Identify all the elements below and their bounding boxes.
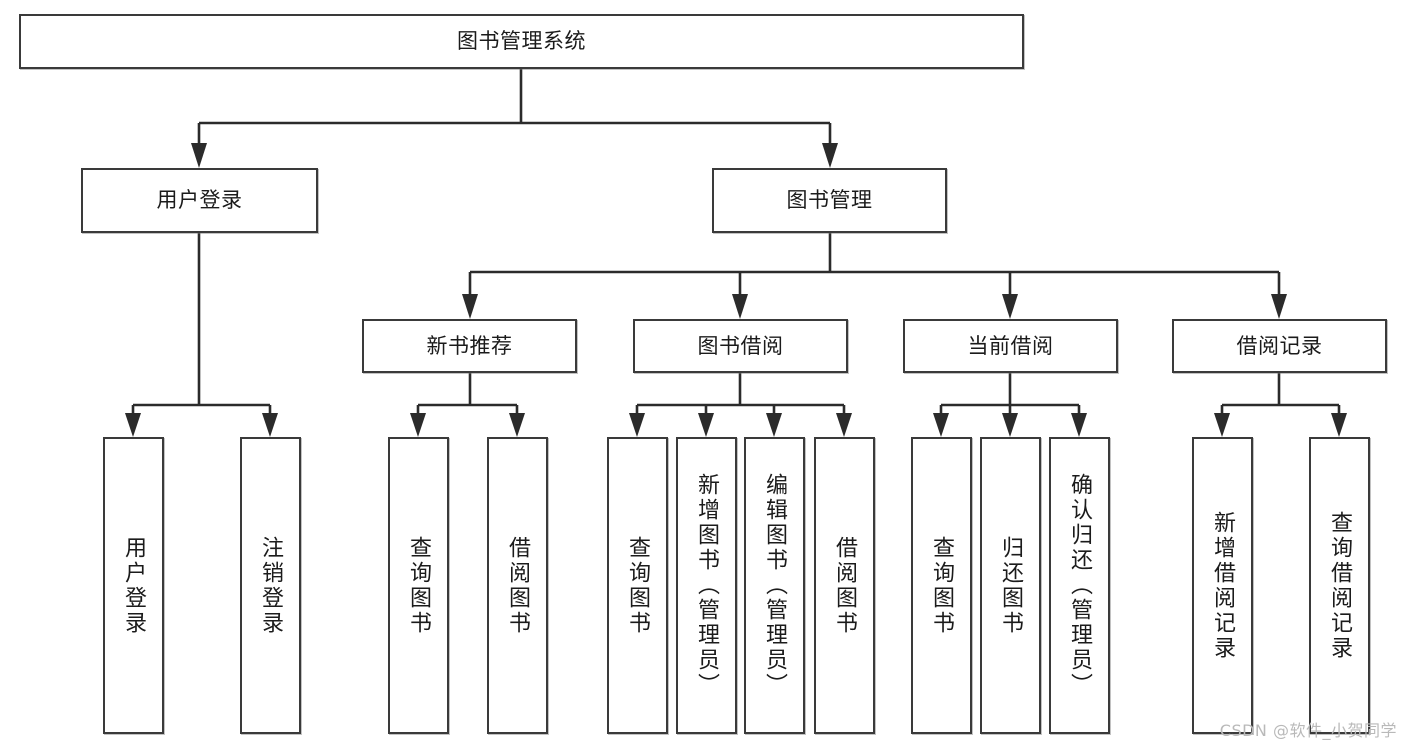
leaf-node-borrow-edit-book-admin[interactable]: 编辑图书（管理员） — [744, 437, 805, 734]
node-book-borrowing[interactable]: 图书借阅 — [633, 319, 848, 373]
node-label: 编辑图书（管理员） — [762, 473, 788, 698]
leaf-node-current-query-book[interactable]: 查询图书 — [911, 437, 972, 734]
node-label: 查询借阅记录 — [1327, 510, 1353, 661]
leaf-node-current-confirm-return-admin[interactable]: 确认归还（管理员） — [1049, 437, 1110, 734]
node-label: 查询图书 — [406, 535, 432, 636]
node-label: 注销登录 — [258, 535, 284, 636]
node-label: 借阅记录 — [1236, 333, 1323, 358]
leaf-node-user-logout[interactable]: 注销登录 — [240, 437, 301, 734]
node-label: 归还图书 — [998, 535, 1024, 636]
node-label: 用户登录 — [156, 188, 243, 213]
node-label: 新增图书（管理员） — [694, 473, 720, 698]
node-label: 用户登录 — [121, 535, 147, 636]
node-root-book-management-system[interactable]: 图书管理系统 — [19, 14, 1024, 69]
node-label: 查询图书 — [625, 535, 651, 636]
node-label: 借阅图书 — [505, 535, 531, 636]
node-label: 图书管理系统 — [457, 29, 586, 54]
node-label: 当前借阅 — [967, 333, 1054, 358]
node-label: 图书管理 — [786, 188, 873, 213]
leaf-node-record-query-borrow-record[interactable]: 查询借阅记录 — [1309, 437, 1370, 734]
node-label: 查询图书 — [929, 535, 955, 636]
node-label: 新增借阅记录 — [1210, 510, 1236, 661]
leaf-node-rec-borrow-book[interactable]: 借阅图书 — [487, 437, 548, 734]
leaf-node-borrow-borrow-book[interactable]: 借阅图书 — [814, 437, 875, 734]
node-label: 借阅图书 — [832, 535, 858, 636]
leaf-node-borrow-query-book[interactable]: 查询图书 — [607, 437, 668, 734]
leaf-node-current-return-book[interactable]: 归还图书 — [980, 437, 1041, 734]
node-label: 图书借阅 — [697, 333, 784, 358]
node-current-borrowing[interactable]: 当前借阅 — [903, 319, 1118, 373]
node-user-login[interactable]: 用户登录 — [81, 168, 318, 233]
leaf-node-rec-query-book[interactable]: 查询图书 — [388, 437, 449, 734]
leaf-node-user-login[interactable]: 用户登录 — [103, 437, 164, 734]
leaf-node-record-add-borrow-record[interactable]: 新增借阅记录 — [1192, 437, 1253, 734]
csdn-watermark: CSDN @软件_小贺同学 — [1219, 721, 1397, 740]
node-book-management[interactable]: 图书管理 — [712, 168, 947, 233]
leaf-node-borrow-add-book-admin[interactable]: 新增图书（管理员） — [676, 437, 737, 734]
node-new-book-recommendation[interactable]: 新书推荐 — [362, 319, 577, 373]
node-label: 新书推荐 — [426, 333, 513, 358]
node-borrowing-record[interactable]: 借阅记录 — [1172, 319, 1387, 373]
node-label: 确认归还（管理员） — [1067, 473, 1093, 698]
